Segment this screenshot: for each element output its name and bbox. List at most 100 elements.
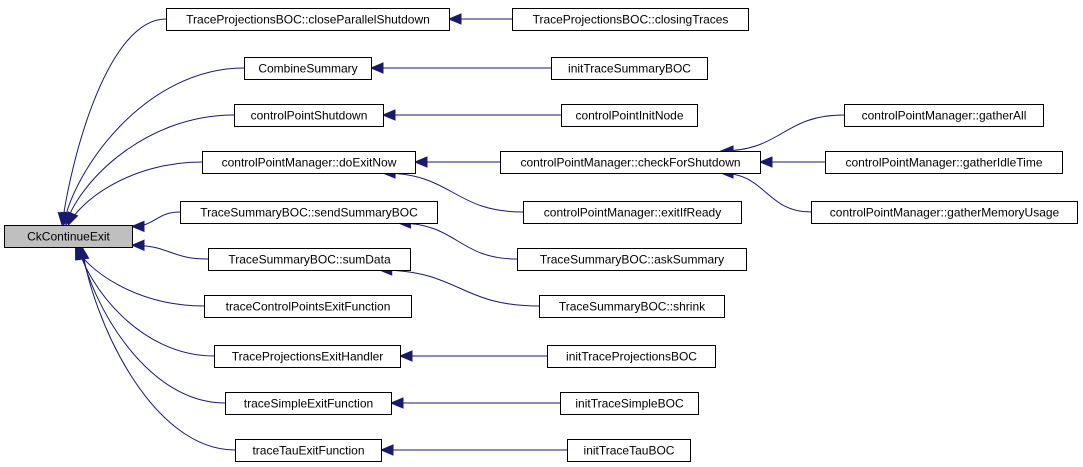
call-edges	[57, 13, 845, 456]
edge-gatherAll-to-checkForShutdown	[719, 114, 845, 157]
edge-traceControlPointsExitFunction-to-ckContinueExit	[74, 245, 205, 307]
call-nodes: CkContinueExit TraceProjectionsBOC::close…	[4, 8, 1078, 462]
node-exitIfReady[interactable]: controlPointManager::exitIfReady	[523, 201, 742, 224]
edge-gatherIdleTime-to-checkForShutdown	[758, 156, 825, 168]
node-label: CkContinueExit	[27, 230, 110, 244]
node-controlPointInitNode[interactable]: controlPointInitNode	[561, 104, 698, 127]
node-box	[244, 57, 372, 80]
node-box	[234, 104, 384, 127]
node-label: initTraceProjectionsBOC	[566, 350, 697, 364]
edge-line	[75, 246, 205, 307]
node-label: CombineSummary	[258, 62, 357, 76]
node-traceControlPointsExitFunction[interactable]: traceControlPointsExitFunction	[204, 295, 412, 318]
node-label: initTraceSummaryBOC	[568, 62, 691, 76]
node-box	[547, 345, 716, 368]
node-gatherMemoryUsage[interactable]: controlPointManager::gatherMemoryUsage	[811, 201, 1078, 224]
edge-line	[65, 114, 235, 226]
node-box	[517, 248, 747, 271]
node-gatherAll[interactable]: controlPointManager::gatherAll	[844, 104, 1044, 127]
node-initTraceSummaryBOC[interactable]: initTraceSummaryBOC	[551, 57, 708, 80]
node-box	[561, 104, 698, 127]
edge-line	[61, 18, 167, 226]
node-box	[180, 201, 438, 224]
node-label: controlPointManager::gatherMemoryUsage	[830, 206, 1060, 220]
edge-askSummary-to-sendSummaryBOC	[397, 217, 518, 260]
node-box	[208, 248, 411, 271]
node-label: initTraceSimpleBOC	[575, 397, 684, 411]
node-label: TraceProjectionsBOC::closingTraces	[533, 13, 729, 27]
node-label: TraceProjectionsExitHandler	[232, 350, 384, 364]
node-label: initTraceTauBOC	[584, 444, 675, 458]
node-box	[539, 295, 725, 318]
edge-line	[63, 67, 245, 226]
node-box	[523, 201, 742, 224]
edge-initTraceTauBOC-to-traceTauExitFunction	[379, 444, 568, 456]
node-label: traceControlPointsExitFunction	[226, 300, 391, 314]
edge-closeParallelShutdown-to-ckContinueExit	[57, 18, 167, 227]
node-box	[512, 8, 749, 31]
node-shrink[interactable]: TraceSummaryBOC::shrink	[539, 295, 725, 318]
node-box	[551, 57, 708, 80]
edge-initTraceProjectionsBOC-to-traceProjectionsExitHandler	[398, 350, 547, 362]
node-box	[825, 151, 1063, 174]
node-sendSummaryBOC[interactable]: TraceSummaryBOC::sendSummaryBOC	[180, 201, 438, 224]
node-combineSummary[interactable]: CombineSummary	[244, 57, 372, 80]
node-initTraceSimpleBOC[interactable]: initTraceSimpleBOC	[560, 392, 699, 415]
arrowhead-icon	[389, 397, 404, 409]
node-label: TraceSummaryBOC::shrink	[559, 300, 706, 314]
edge-initTraceSummaryBOC-to-combineSummary	[369, 62, 551, 74]
arrowhead-icon	[130, 239, 145, 251]
node-label: controlPointInitNode	[575, 109, 683, 123]
edge-line	[77, 246, 215, 357]
node-box	[500, 151, 761, 174]
arrowhead-icon	[130, 220, 145, 233]
node-box	[166, 8, 450, 31]
edge-sumData-to-ckContinueExit	[130, 239, 209, 260]
node-label: controlPointManager::checkForShutdown	[520, 156, 740, 170]
node-askSummary[interactable]: TraceSummaryBOC::askSummary	[517, 248, 747, 271]
node-checkForShutdown[interactable]: controlPointManager::checkForShutdown	[500, 151, 761, 174]
node-gatherIdleTime[interactable]: controlPointManager::gatherIdleTime	[825, 151, 1063, 174]
node-label: TraceSummaryBOC::sumData	[228, 253, 391, 267]
arrowhead-icon	[447, 13, 462, 25]
node-initTraceProjectionsBOC[interactable]: initTraceProjectionsBOC	[547, 345, 716, 368]
arrowhead-icon	[758, 156, 773, 168]
node-box	[560, 392, 699, 415]
node-doExitNow[interactable]: controlPointManager::doExitNow	[202, 151, 416, 174]
edge-initTraceSimpleBOC-to-traceSimpleExitFunction	[389, 397, 560, 409]
node-box	[202, 151, 416, 174]
node-box	[235, 439, 382, 462]
node-closeParallelShutdown[interactable]: TraceProjectionsBOC::closeParallelShutdo…	[166, 8, 450, 31]
edge-line	[383, 172, 524, 213]
node-initTraceTauBOC[interactable]: initTraceTauBOC	[567, 439, 691, 462]
arrowhead-icon	[67, 211, 79, 227]
node-label: TraceProjectionsBOC::closeParallelShutdo…	[186, 13, 430, 27]
node-closingTraces[interactable]: TraceProjectionsBOC::closingTraces	[512, 8, 749, 31]
node-ckContinueExit[interactable]: CkContinueExit	[4, 225, 133, 248]
edge-line	[720, 114, 845, 152]
node-box	[844, 104, 1044, 127]
node-label: controlPointManager::gatherIdleTime	[846, 156, 1043, 170]
node-box	[225, 392, 392, 415]
edge-doExitNow-to-ckContinueExit	[67, 161, 203, 227]
node-controlPointShutdown[interactable]: controlPointShutdown	[234, 104, 384, 127]
edge-traceSimpleExitFunction-to-ckContinueExit	[76, 245, 226, 404]
arrowhead-icon	[369, 62, 384, 74]
arrowhead-icon	[78, 245, 90, 261]
edge-line	[398, 222, 518, 260]
arrowhead-icon	[398, 350, 413, 362]
edge-controlPointInitNode-to-controlPointShutdown	[381, 109, 561, 121]
node-traceSimpleExitFunction[interactable]: traceSimpleExitFunction	[225, 392, 392, 415]
node-traceTauExitFunction[interactable]: traceTauExitFunction	[235, 439, 382, 462]
node-label: controlPointManager::gatherAll	[862, 109, 1027, 123]
node-sumData[interactable]: TraceSummaryBOC::sumData	[208, 248, 411, 271]
node-box	[214, 345, 401, 368]
node-traceProjectionsExitHandler[interactable]: TraceProjectionsExitHandler	[214, 345, 401, 368]
node-box	[811, 201, 1078, 224]
node-label: TraceSummaryBOC::sendSummaryBOC	[200, 206, 418, 220]
edge-traceTauExitFunction-to-ckContinueExit	[78, 245, 236, 451]
arrowhead-icon	[413, 156, 428, 168]
edge-closingTraces-to-closeParallelShutdown	[447, 13, 512, 25]
edge-line	[379, 269, 540, 307]
